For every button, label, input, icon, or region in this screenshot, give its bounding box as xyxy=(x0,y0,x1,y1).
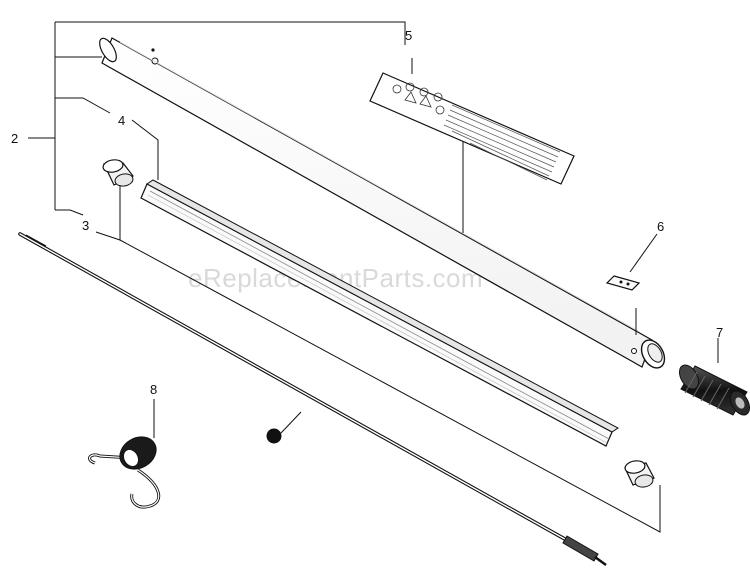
warning-decal xyxy=(369,72,575,185)
callout-1-disc xyxy=(266,428,282,444)
leader-lines xyxy=(28,21,719,533)
callout-7-label: 7 xyxy=(716,325,723,340)
callout-4-label: 4 xyxy=(118,113,125,128)
callout-8-label: 8 xyxy=(150,382,157,397)
bushing-upper xyxy=(102,159,134,187)
small-plate xyxy=(605,275,641,291)
main-shaft-tube xyxy=(99,37,666,369)
callout-5-label: 5 xyxy=(405,28,412,43)
bushing-lower xyxy=(624,460,655,488)
callout-6-label: 6 xyxy=(657,219,664,234)
drive-guide-channel xyxy=(140,179,619,447)
drive-shaft xyxy=(18,232,607,567)
hanger-hook xyxy=(88,436,161,509)
callout-2-label: 2 xyxy=(11,131,18,146)
callout-1-label: 1 xyxy=(270,429,277,444)
grip-sleeve xyxy=(679,364,750,416)
callout-3-label: 3 xyxy=(82,218,89,233)
